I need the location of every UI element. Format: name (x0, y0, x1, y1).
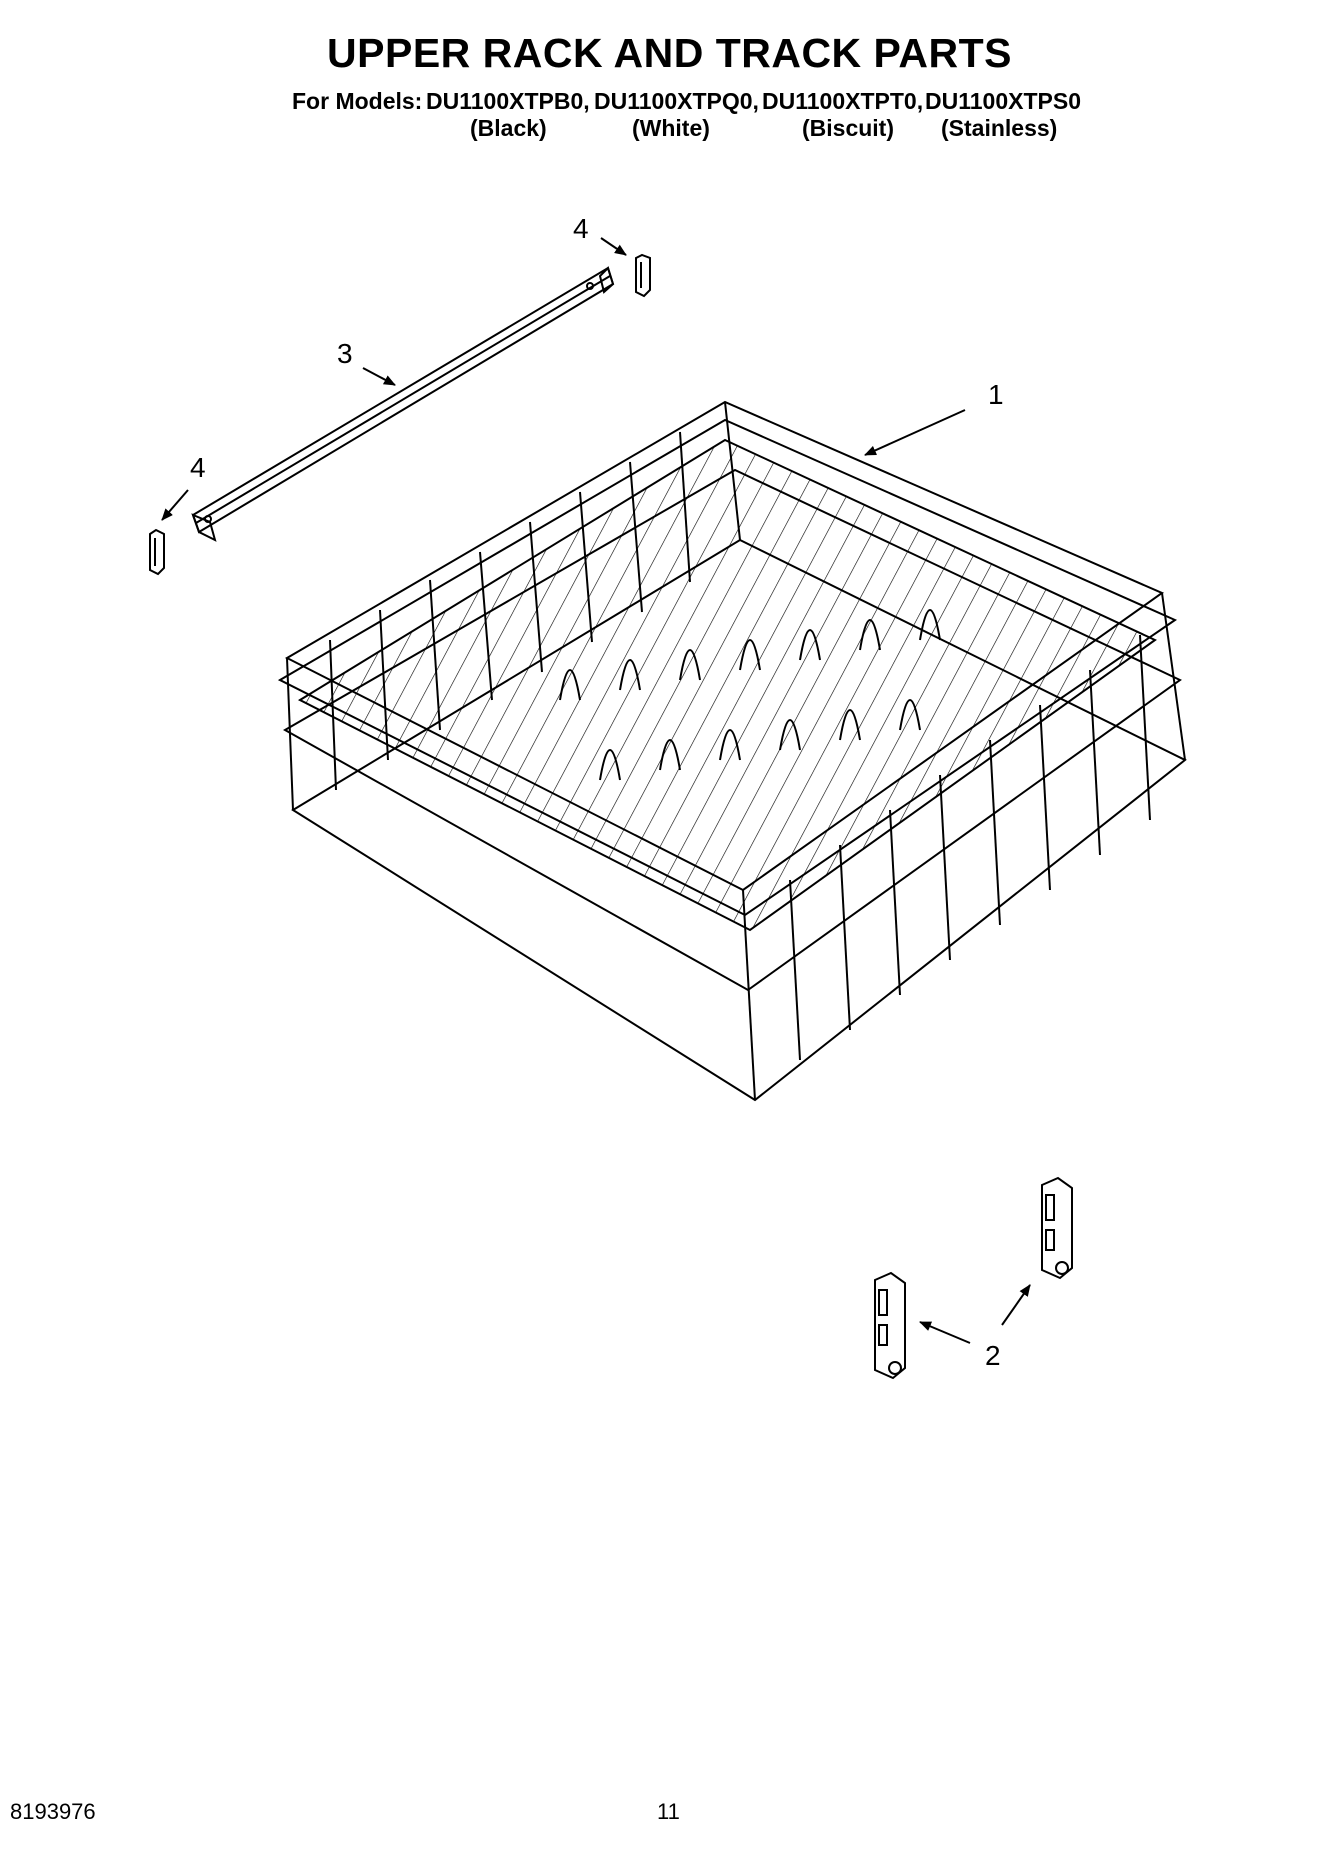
callout-arrow-end-cap-left (161, 489, 189, 521)
page-title: UPPER RACK AND TRACK PARTS (327, 30, 1012, 76)
callout-arrow-clip-right (1001, 1284, 1031, 1326)
callout-track-clips: 2 (985, 1340, 1001, 1371)
callout-arrow-track (362, 367, 396, 386)
callout-end-cap-left: 4 (190, 452, 206, 483)
model-number: DU1100XTPQ0, (594, 88, 759, 114)
track-rail (191, 266, 615, 542)
page-number: 11 (657, 1799, 680, 1824)
end-cap-left (149, 528, 165, 576)
model-color-label: (Stainless) (941, 115, 1058, 141)
model-color-label: (Biscuit) (802, 115, 894, 141)
model-color-label: (Black) (470, 115, 547, 141)
callout-arrow-rack (864, 409, 966, 456)
callout-end-cap-top: 4 (573, 213, 589, 244)
callout-track: 3 (337, 338, 353, 369)
track-clip-left (874, 1271, 906, 1380)
model-color-label: (White) (632, 115, 710, 141)
end-cap-top (635, 253, 651, 298)
doc-number: 8193976 (10, 1799, 96, 1824)
upper-rack (277, 400, 1187, 1102)
track-clip-right (1041, 1176, 1073, 1280)
model-number: DU1100XTPT0, (762, 88, 924, 114)
model-number: DU1100XTPS0 (925, 88, 1081, 114)
callout-arrow-end-cap-top (600, 237, 627, 256)
callout-rack: 1 (988, 379, 1004, 410)
models-prefix: For Models: (292, 88, 423, 114)
model-number: DU1100XTPB0, (426, 88, 590, 114)
callout-arrow-clip-left (919, 1321, 971, 1344)
